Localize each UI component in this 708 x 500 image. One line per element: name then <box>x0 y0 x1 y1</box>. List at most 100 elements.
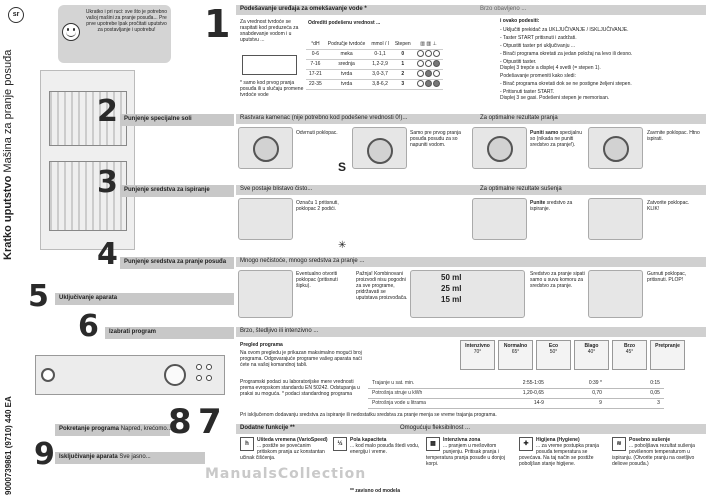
section1-right-heading-text: i ovako podesiti: <box>500 18 540 24</box>
bar-switch-off-title: Isključivanje aparata <box>59 454 118 460</box>
intro-box: Ukratko i pri ruci: sve što je potrebno … <box>58 5 171 63</box>
dishwasher-illustration <box>40 70 135 250</box>
table-row: Potrošnja struje u kWh 1,20-0,65 0,70 0,… <box>368 388 664 399</box>
indicator-led <box>206 364 212 370</box>
function-title: Pola kapaciteta <box>350 437 387 443</box>
section3-text1: Označu 1 pritisnuti, poklopac 2 podići. <box>296 200 339 212</box>
program-selector-icon <box>164 364 186 386</box>
cell: 0:39 * <box>547 378 606 389</box>
section3-text2: Punite sredstvo za ispiranje. <box>530 200 585 212</box>
cell: 1 <box>391 59 414 70</box>
section2-text3-rest: specijalnu so (nikada ne puniti sredstvo… <box>530 130 582 148</box>
section6-header-bg <box>236 327 706 337</box>
half-load-icon: ½ <box>333 437 347 451</box>
section1-footnote: * samo kod prvog pranja posuđa ili u slu… <box>240 80 304 98</box>
function-title: Ušteda vremena (VarioSpeed) <box>257 437 328 443</box>
section1-title-text: Podešavanje uređaja za omekšavanje vode … <box>240 6 367 12</box>
step-number-9: 9 <box>34 437 55 472</box>
led-cell <box>413 59 444 70</box>
cell <box>429 388 490 399</box>
salt-fill-illustration <box>472 127 527 169</box>
section3-text2-rest: sredstvo za ispiranje. <box>530 200 573 212</box>
cell: 3,8-6,2 <box>368 79 392 90</box>
step-number-7: 7 <box>198 402 222 442</box>
function-intensive-zone: ▦ Intenzivna zona ... pranjem u mešovito… <box>426 437 518 467</box>
function-title: Intenzivna zona <box>443 437 481 443</box>
section1-right-line: Podešavanje promeniti kako sledi: <box>500 73 576 79</box>
bar-rinse-aid: Punjenje sredstva za ispiranje <box>120 185 234 197</box>
section2-text3: Puniti samo specijalnu so (nikada ne pun… <box>530 130 585 148</box>
section7-header-bg <box>236 424 706 434</box>
power-switch-icon <box>41 368 55 382</box>
section3-text3: Zatvorite poklopac. KLIK! <box>647 200 690 212</box>
step-value: 1 <box>401 61 405 67</box>
section1-right-line: Displej 3 se gasi. Podešeni stepen je me… <box>500 95 610 101</box>
indicator-led <box>196 364 202 370</box>
section1-right-line: - Uključiti prekidač za UKLJUČIVANJE / I… <box>500 27 629 33</box>
bar-switch-off-note: Sve jasno... <box>119 454 151 460</box>
step-number-1: 1 <box>204 2 231 46</box>
bar-select-program: Izabrati program <box>105 327 234 339</box>
section3-header-bg <box>236 185 706 195</box>
cell: srednja <box>324 59 369 70</box>
step-number-2: 2 <box>97 94 118 129</box>
step-number-5: 5 <box>28 279 49 314</box>
bar-start-program: Pokretanje programa Napred, krećomo... <box>55 424 172 436</box>
program-prerinse: Pretpranje <box>650 340 685 370</box>
step-number-8: 8 <box>168 402 192 442</box>
table-row: 17-21 tvrda 3,0-3,7 2 <box>306 69 444 80</box>
section7-footnote: ** zavisno od modela <box>350 488 400 494</box>
sparkle-icon: ✳ <box>338 240 347 251</box>
row-label: Trajanje u sat. min. <box>368 378 430 389</box>
water-fill-illustration <box>352 127 407 169</box>
measure-label: 25 ml <box>441 284 462 293</box>
cell <box>429 398 490 409</box>
cell: 1,20-0,65 <box>489 388 548 399</box>
program-temp: 65° <box>511 349 520 355</box>
section4-title: Mnogo nečistoće, mnogo sredstva za pranj… <box>240 258 365 264</box>
program-name: Eco <box>548 343 559 349</box>
section7-title-text: Dodatne funkcije ** <box>240 425 295 431</box>
measure-label: 50 ml <box>441 273 462 282</box>
led-cell <box>413 49 444 60</box>
program-name: Normalno <box>503 343 528 349</box>
smiley-icon <box>62 23 80 41</box>
program-temp: 70° <box>473 349 482 355</box>
function-text: ... pranjem u mešovitom punjenju. Pritis… <box>426 443 505 467</box>
cell: 0 <box>391 49 414 60</box>
section1-right-title: Brzo obavljeno ... <box>480 6 527 12</box>
section2-text4: Zavrnite poklopac. Htno ispirati. <box>647 130 700 142</box>
led-cell <box>413 69 444 80</box>
section1-right-line: - Birač programa okretati dok se ne post… <box>500 81 632 87</box>
salt-symbol-icon: S <box>338 160 347 174</box>
bar-switch-on-label: Uključivanje aparata <box>59 295 118 301</box>
rinse-fill-illustration <box>472 198 527 240</box>
section2-right-title: Za optimalne rezultate pranja <box>480 115 558 121</box>
cell: 14-9 <box>489 398 548 409</box>
cell: 9 <box>547 398 606 409</box>
section4-text2: Pažnja! Kombinovani proizvodi nisu pogod… <box>356 271 408 301</box>
indicator-led <box>196 375 202 381</box>
cell: 0:15 <box>605 378 664 389</box>
program-name: Brzo <box>623 343 636 349</box>
section1-right-line: - Pritisnuti taster START. <box>500 89 555 95</box>
section2-title: Rastvara kamenac (nije potrebno kod pode… <box>240 115 408 121</box>
row-label: Potrošnja struje u kWh <box>368 388 430 399</box>
table-row: Trajanje u sat. min. 2:55-1:05 0:39 * 0:… <box>368 378 664 389</box>
program-name: Pretpranje <box>655 343 680 349</box>
section4-text1: Eventualno otvoriti poklopac (pritisnuti… <box>296 271 338 289</box>
col-dh: °dH <box>306 40 325 50</box>
step-number-6: 6 <box>78 309 99 344</box>
section1-title: Podešavanje uređaja za omekšavanje vode … <box>240 6 367 12</box>
cell: tvrda <box>324 69 369 80</box>
section7-title: Dodatne funkcije ** <box>240 425 295 431</box>
step-number-3: 3 <box>97 165 118 200</box>
col-mmol: mmol / l <box>368 40 392 50</box>
function-text: ... poboljšava rezultat sušenja povišeno… <box>612 443 695 467</box>
intro-text: Ukratko i pri ruci: sve što je potrebno … <box>85 9 168 33</box>
watermark: ManualsCollection <box>205 466 367 482</box>
bar-detergent: Punjenje sredstva za pranje posuđa <box>120 257 234 269</box>
program-temp: 40° <box>587 349 596 355</box>
function-half-load: ½ Pola kapaciteta ... kod malo posuđa št… <box>333 437 425 455</box>
